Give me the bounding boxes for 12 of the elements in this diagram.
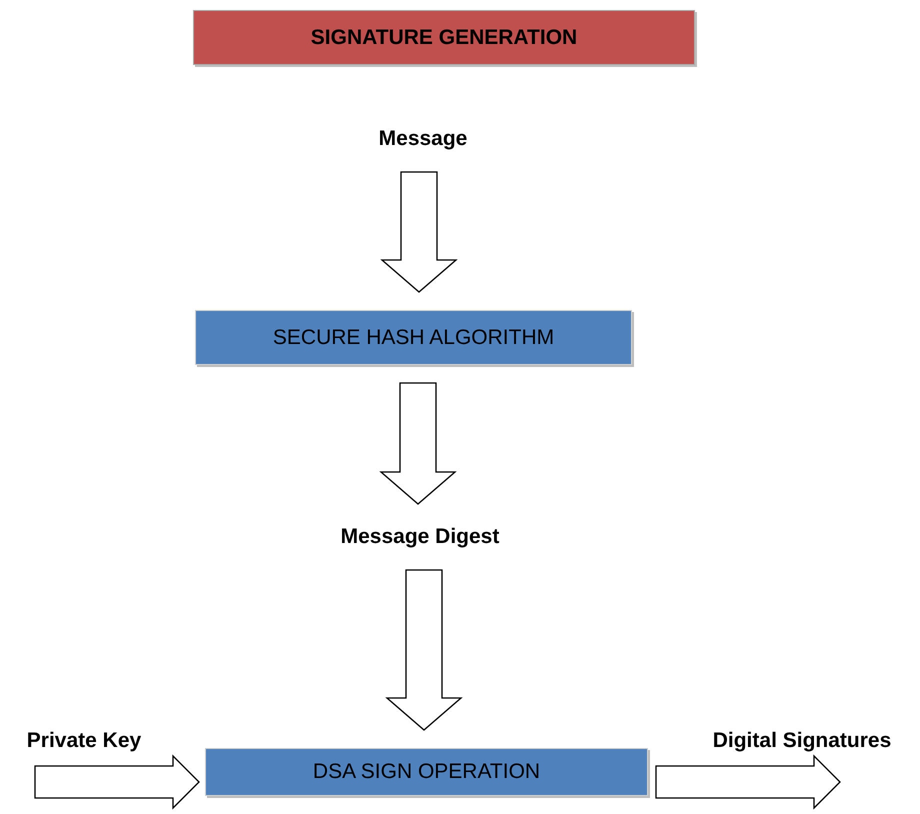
flow-label: Message Digest [300,522,540,552]
block-arrow [655,754,841,810]
block-arrow [379,382,457,505]
flow-label: Digital Signatures [686,726,918,756]
process-box: SECURE HASH ALGORITHM [195,310,632,365]
flow-label: Message [343,124,503,154]
title-banner: SIGNATURE GENERATION [193,10,695,65]
flow-label: Private Key [6,726,162,756]
block-arrow [34,754,200,810]
block-arrow [380,171,458,293]
process-box: DSA SIGN OPERATION [205,748,648,796]
block-arrow [385,569,463,731]
